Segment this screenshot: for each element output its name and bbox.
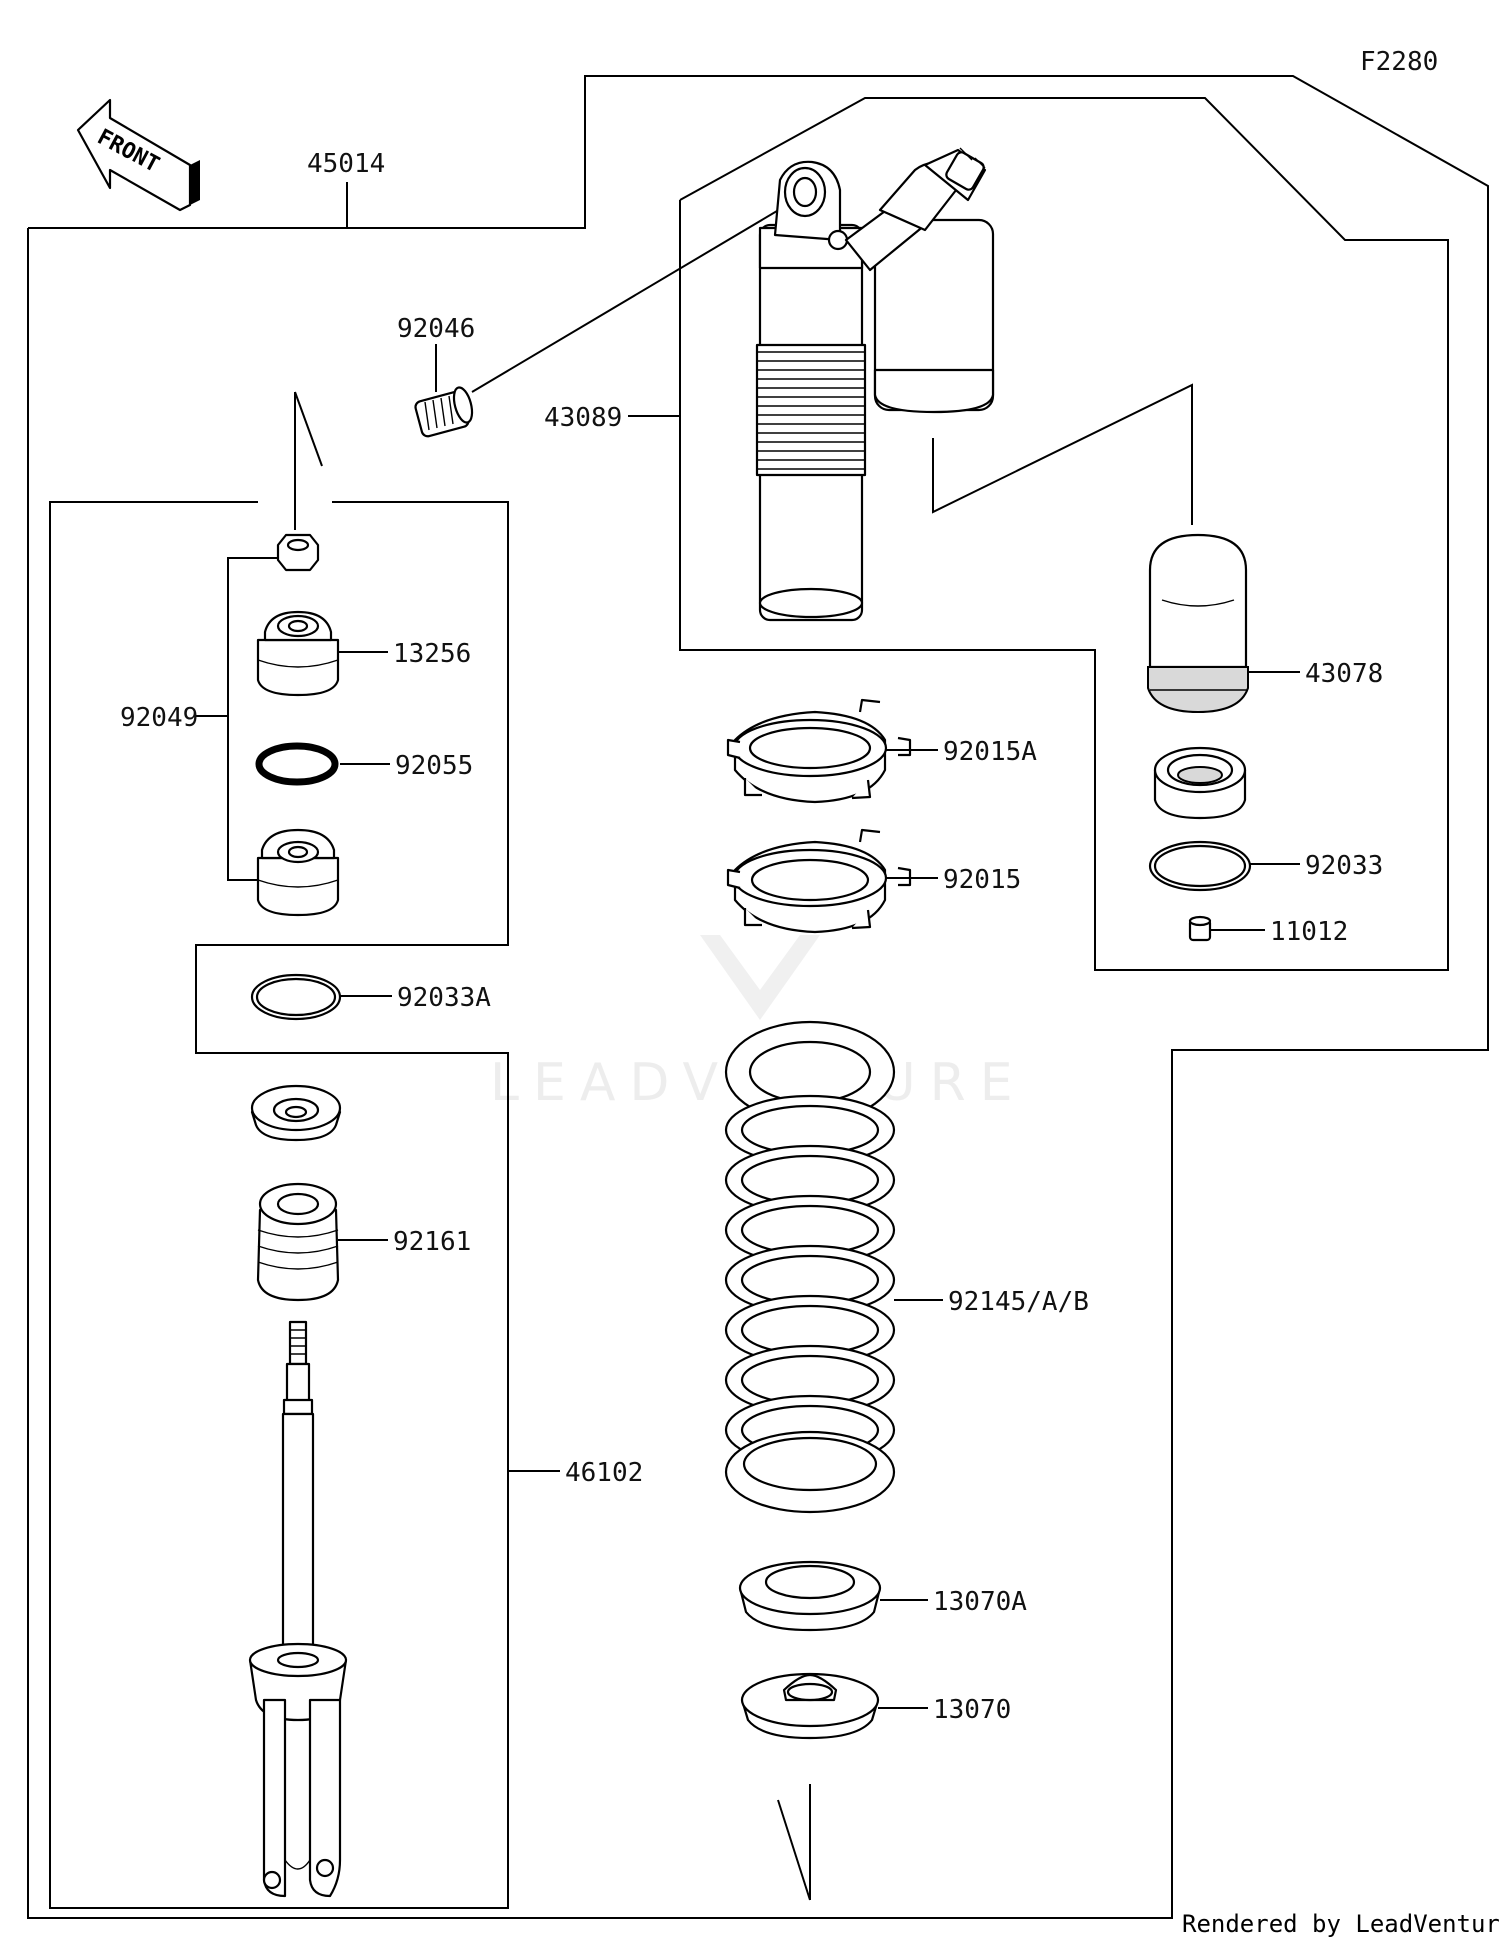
label-13070: 13070	[933, 1695, 1011, 1725]
label-45014: 45014	[307, 149, 385, 179]
part-92055-o-ring: 92055	[255, 742, 473, 786]
assembly-boundary-45014: 45014	[27, 75, 1489, 1919]
part-92145-spring: 92145/A/B	[724, 1020, 1089, 1514]
assembly-boundary-46102: 46102	[49, 391, 643, 1909]
label-92015A: 92015A	[943, 737, 1037, 767]
label-92145: 92145/A/B	[948, 1287, 1089, 1317]
label-92161: 92161	[393, 1227, 471, 1257]
part-92033-snap-ring: 92033	[1148, 840, 1383, 892]
label-92033A: 92033A	[397, 983, 491, 1013]
label-46102: 46102	[565, 1458, 643, 1488]
part-43089-shock-body	[755, 147, 995, 622]
part-11012-valve-cap: 11012	[1188, 915, 1348, 947]
part-group-92049: 92049	[120, 557, 282, 881]
label-43078: 43078	[1305, 659, 1383, 689]
part-92046-bushing: 92046	[397, 207, 783, 438]
label-92046: 92046	[397, 314, 475, 344]
part-92015-lock-nut: 92015	[726, 828, 1021, 934]
label-92015: 92015	[943, 865, 1021, 895]
part-reservoir-piston	[1153, 746, 1247, 820]
part-46102-piston-rod	[248, 1320, 348, 1898]
label-92033: 92033	[1305, 851, 1383, 881]
label-11012: 11012	[1270, 917, 1348, 947]
part-lower-bushing	[256, 828, 340, 917]
part-92161-bump-rubber: 92161	[256, 1182, 471, 1302]
part-13070-spring-seat: 13070	[740, 1672, 1011, 1740]
rendered-by-credit: Rendered by LeadVenture, Inc.	[1182, 1910, 1500, 1938]
label-92055: 92055	[395, 751, 473, 781]
label-92049: 92049	[120, 703, 198, 733]
assembly-boundary-43089: 43089	[544, 97, 1449, 971]
figure-code: F2280	[1360, 47, 1438, 77]
front-arrow-icon: FRONT	[76, 98, 200, 212]
part-92015A-lock-nut: 92015A	[726, 698, 1037, 804]
label-13256: 13256	[393, 639, 471, 669]
part-nut	[276, 533, 320, 572]
part-cup-washer	[250, 1084, 342, 1142]
part-43078-reservoir-cap: 43078	[932, 383, 1383, 714]
label-13070A: 13070A	[933, 1587, 1027, 1617]
part-92033A-snap-ring: 92033A	[250, 973, 491, 1021]
label-43089: 43089	[544, 403, 622, 433]
lower-indicator	[777, 1784, 811, 1901]
part-13256-bushing: 13256	[256, 610, 471, 697]
part-13070A-spring-seat: 13070A	[738, 1560, 1027, 1632]
